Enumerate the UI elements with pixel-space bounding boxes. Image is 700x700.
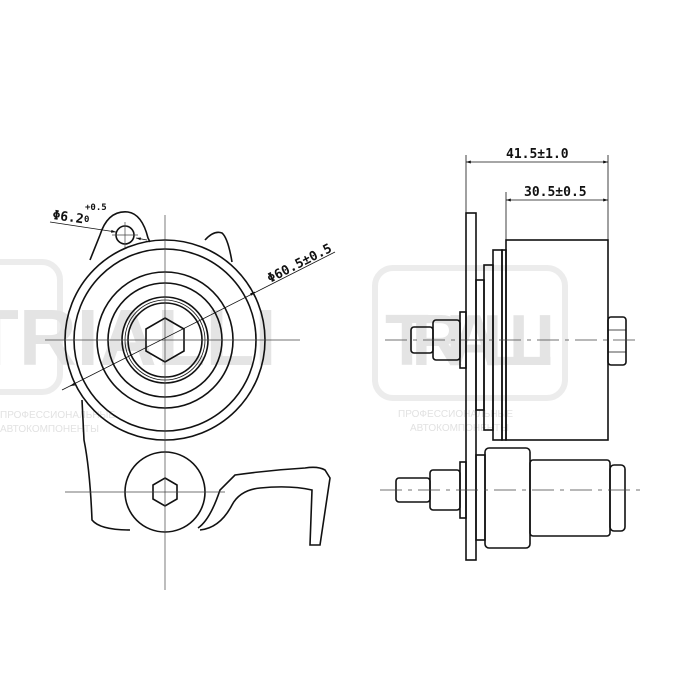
pulley-diameter-label: Φ60.5±0.5 xyxy=(265,241,335,286)
hole-diameter-label: Φ6.2 xyxy=(51,208,84,227)
lower-sleeve xyxy=(484,447,531,549)
svg-text:АВТОКОМПОНЕНТЫ: АВТОКОМПОНЕНТЫ xyxy=(410,423,509,434)
svg-text:ПРОФЕССИОНАЛЬНЫЕ: ПРОФЕССИОНАЛЬНЫЕ xyxy=(0,410,115,421)
svg-text:TRIALLI: TRIALLI xyxy=(385,301,555,381)
overall-width-label: 41.5±1.0 xyxy=(506,147,569,162)
hole-tolerance-upper: +0.5 xyxy=(85,203,107,213)
svg-text:ПРОФЕССИОНАЛЬНЫЕ: ПРОФЕССИОНАЛЬНЫЕ xyxy=(398,409,513,420)
upper-nut xyxy=(607,316,627,366)
watermark-left: TRIALLI ПРОФЕССИОНАЛЬНЫЕ АВТОКОМПОНЕНТЫ xyxy=(0,259,277,435)
watermark-right: TRIALLI ПРОФЕССИОНАЛЬНЫЕ АВТОКОМПОНЕНТЫ xyxy=(372,265,568,434)
bracket-outline xyxy=(81,211,331,546)
pulley-width-label: 30.5±0.5 xyxy=(524,185,587,200)
side-view: 41.5±1.0 30.5±0.5 xyxy=(380,147,640,561)
front-view: Φ6.2 +0.5 0 Φ60.5±0.5 xyxy=(45,203,336,590)
svg-text:TRIALLI: TRIALLI xyxy=(0,293,277,382)
svg-text:АВТОКОМПОНЕНТЫ: АВТОКОМПОНЕНТЫ xyxy=(0,424,99,435)
hole-tolerance-lower: 0 xyxy=(84,215,89,225)
